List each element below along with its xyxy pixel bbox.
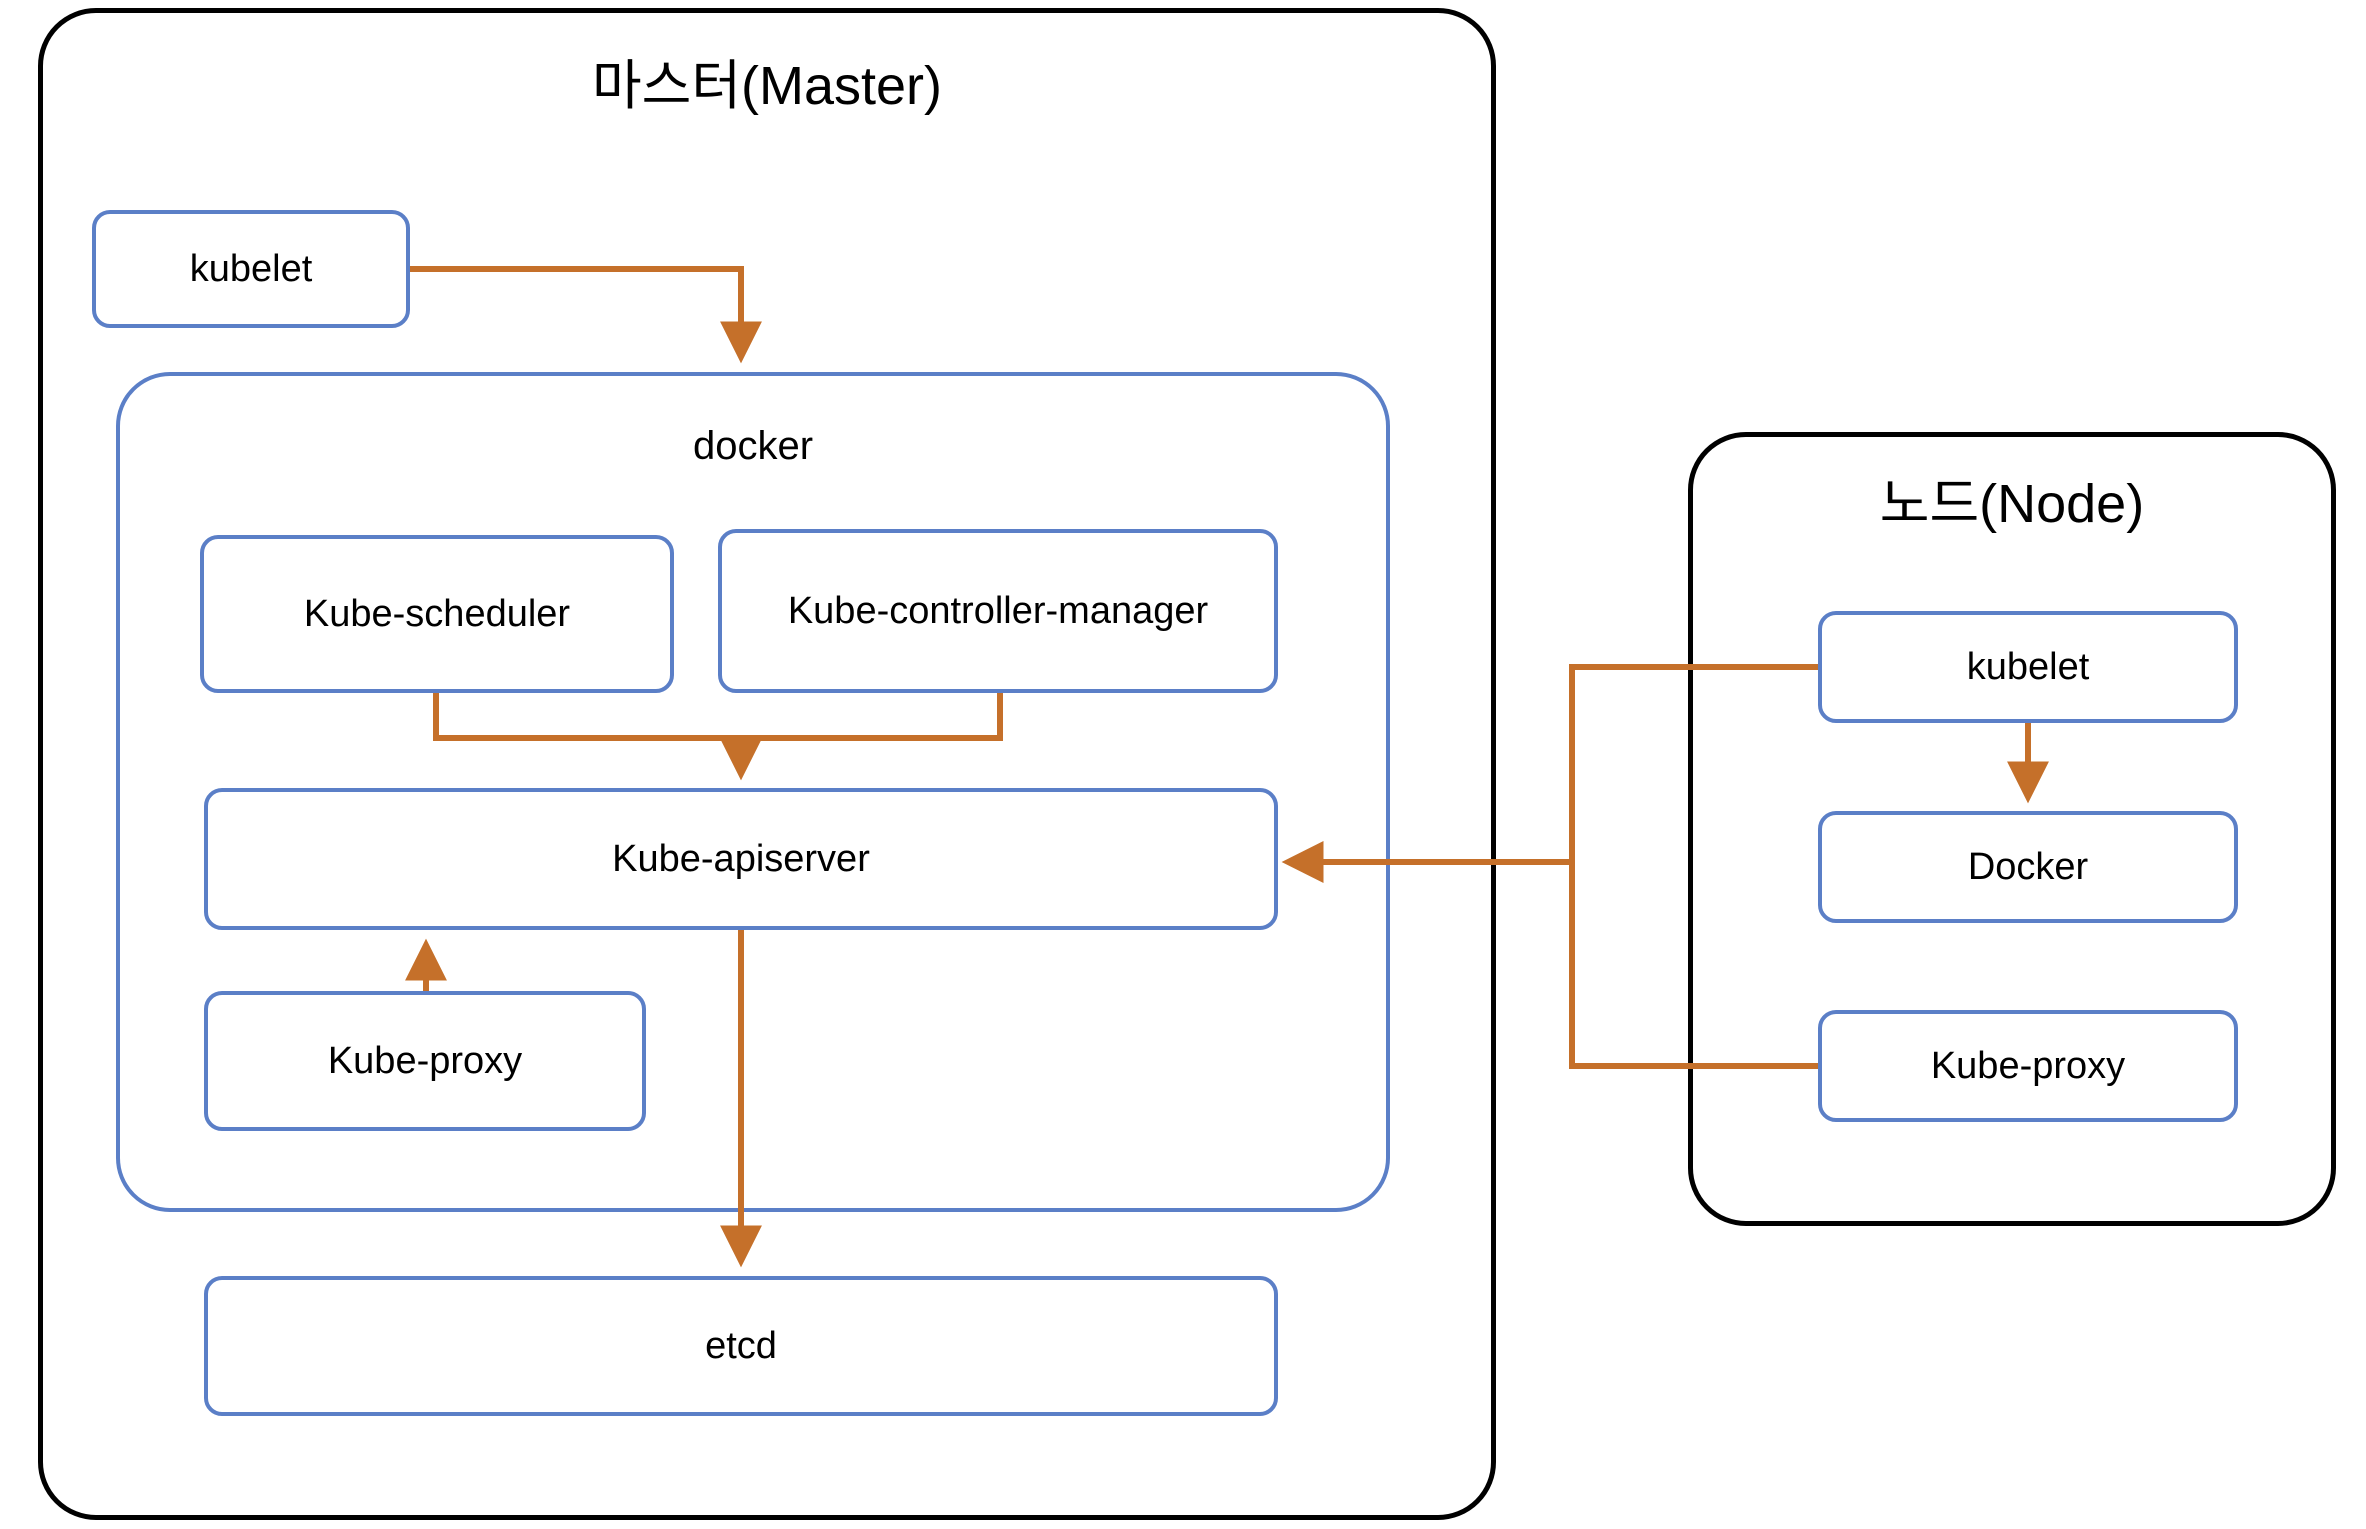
box-master-kube-proxy[interactable]: Kube-proxy: [204, 991, 646, 1131]
box-etcd[interactable]: etcd: [204, 1276, 1278, 1416]
box-node-kubelet[interactable]: kubelet: [1818, 611, 2238, 723]
box-kube-controller-manager[interactable]: Kube-controller-manager: [718, 529, 1278, 693]
box-node-kube-proxy[interactable]: Kube-proxy: [1818, 1010, 2238, 1122]
docker-panel-label: docker: [692, 424, 814, 468]
box-node-docker[interactable]: Docker: [1818, 811, 2238, 923]
box-master-kubelet[interactable]: kubelet: [92, 210, 410, 328]
node-title: 노드(Node): [1879, 474, 2145, 534]
box-kube-apiserver[interactable]: Kube-apiserver: [204, 788, 1278, 930]
master-title: 마스터(Master): [591, 56, 943, 116]
box-kube-scheduler[interactable]: Kube-scheduler: [200, 535, 674, 693]
